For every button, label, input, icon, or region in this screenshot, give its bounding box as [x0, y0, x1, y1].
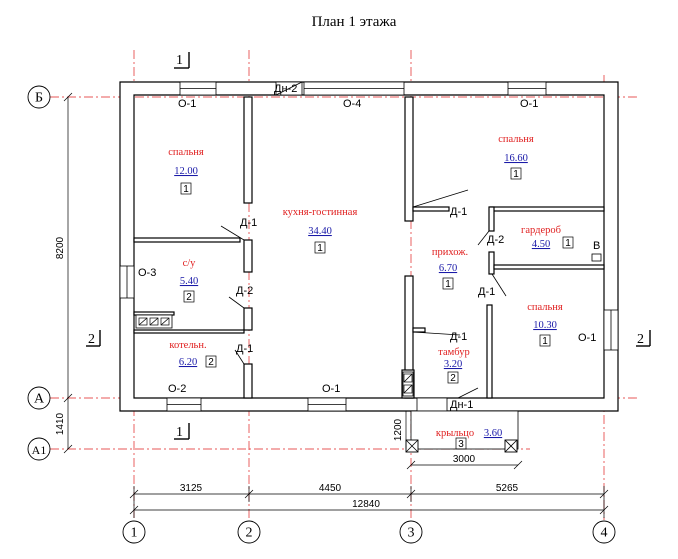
opening-labels: О-1 О-4 О-1 Дн-2 О-3 О-1 О-2 О-1 Дн-1 Д-… [138, 83, 600, 411]
room-area: 4.50 [532, 239, 550, 250]
room-area: 10.30 [533, 320, 557, 331]
section-1-bottom: 1 [176, 425, 183, 440]
room-area: 3.60 [484, 428, 502, 439]
room-name: спальня [498, 134, 534, 145]
room-name: с/у [183, 258, 197, 269]
label-o3: О-3 [138, 267, 156, 279]
room-name: спальня [527, 302, 563, 313]
label-o1-a: О-1 [178, 98, 196, 110]
axis-lines [50, 50, 640, 520]
axis-b-label: Б [35, 91, 43, 106]
label-o1-b: О-1 [520, 98, 538, 110]
label-o4: О-4 [343, 98, 361, 110]
room-area: 3.20 [444, 359, 462, 370]
room-wardrobe: гардероб 4.50 1 [521, 225, 574, 250]
axis-3-label: 3 [408, 526, 415, 541]
label-d2-b: Д-2 [487, 234, 504, 246]
label-dn2: Дн-2 [274, 83, 297, 95]
room-bedroom-1: спальня 12.00 1 [168, 147, 204, 195]
room-name: спальня [168, 147, 204, 158]
room-boiler: котельн. 6.20 2 [169, 340, 217, 368]
label-d1-b: Д-1 [236, 343, 253, 355]
dim-span1: 3125 [180, 483, 203, 494]
room-tag: 2 [450, 373, 456, 384]
door-swings [220, 189, 507, 399]
label-v: В [593, 240, 600, 252]
label-o1-c: О-1 [322, 383, 340, 395]
label-o1-d: О-1 [578, 332, 596, 344]
label-d1-e: Д-1 [450, 331, 467, 343]
room-hall: прихож. 6.70 1 [432, 247, 468, 290]
room-tag: 3 [458, 439, 464, 450]
room-tag: 1 [445, 279, 451, 290]
room-name: кухня-гостинная [283, 207, 358, 218]
axis-4-label: 4 [601, 526, 608, 541]
room-tag: 1 [513, 169, 519, 180]
room-porch: крыльцо 3.60 3 [436, 428, 502, 450]
axis-a-label: А [34, 392, 45, 407]
dim-porch-width: 3000 [453, 454, 476, 465]
axis-2-label: 2 [246, 526, 253, 541]
room-tag: 1 [183, 184, 189, 195]
porch [405, 410, 519, 453]
dimension-lines [63, 92, 609, 518]
room-name: прихож. [432, 247, 468, 258]
dim-span2: 4450 [319, 483, 342, 494]
section-1-top: 1 [176, 53, 183, 68]
label-dn1: Дн-1 [450, 399, 473, 411]
room-tag: 1 [565, 238, 571, 249]
dim-height: 8200 [55, 236, 66, 259]
room-tag: 2 [186, 292, 192, 303]
dim-span3: 5265 [496, 483, 519, 494]
room-bedroom-2: спальня 16.60 1 [498, 134, 534, 180]
wall-openings [119, 81, 619, 412]
axis-markers: 1 2 3 4 Б А А1 [27, 85, 616, 544]
plan-title: План 1 этажа [312, 14, 397, 30]
room-name: тамбур [438, 347, 469, 358]
room-bath: с/у 5.40 2 [180, 258, 198, 303]
room-area: 6.20 [179, 357, 197, 368]
room-area: 34.40 [308, 226, 332, 237]
room-area: 12.00 [174, 166, 198, 177]
room-bedroom-3: спальня 10.30 1 [527, 302, 563, 347]
axis-1-label: 1 [131, 526, 138, 541]
dim-total: 12840 [352, 499, 380, 510]
section-2-left: 2 [88, 332, 95, 347]
room-tag: 1 [542, 336, 548, 347]
room-living: кухня-гостинная 34.40 1 [283, 207, 358, 254]
label-d1-d: Д-1 [478, 286, 495, 298]
room-name: котельн. [169, 340, 206, 351]
section-2-right: 2 [637, 332, 644, 347]
room-area: 6.70 [439, 263, 457, 274]
boiler-equipment [135, 253, 602, 397]
room-tag: 2 [208, 357, 214, 368]
label-o2: О-2 [168, 383, 186, 395]
room-tag: 1 [317, 243, 323, 254]
room-name: гардероб [521, 225, 561, 236]
room-name: крыльцо [436, 428, 474, 439]
label-d2-a: Д-2 [236, 285, 253, 297]
dim-porch-depth: 1200 [393, 418, 404, 441]
axis-a1-label: А1 [32, 443, 47, 457]
section-marks: 1 1 2 2 [86, 52, 651, 440]
room-area: 16.60 [504, 153, 528, 164]
room-area: 5.40 [180, 276, 198, 287]
label-d1-c: Д-1 [450, 206, 467, 218]
room-vestibule: тамбур 3.20 2 [438, 347, 469, 384]
label-d1-a: Д-1 [240, 217, 257, 229]
dim-offset: 1410 [55, 412, 66, 435]
